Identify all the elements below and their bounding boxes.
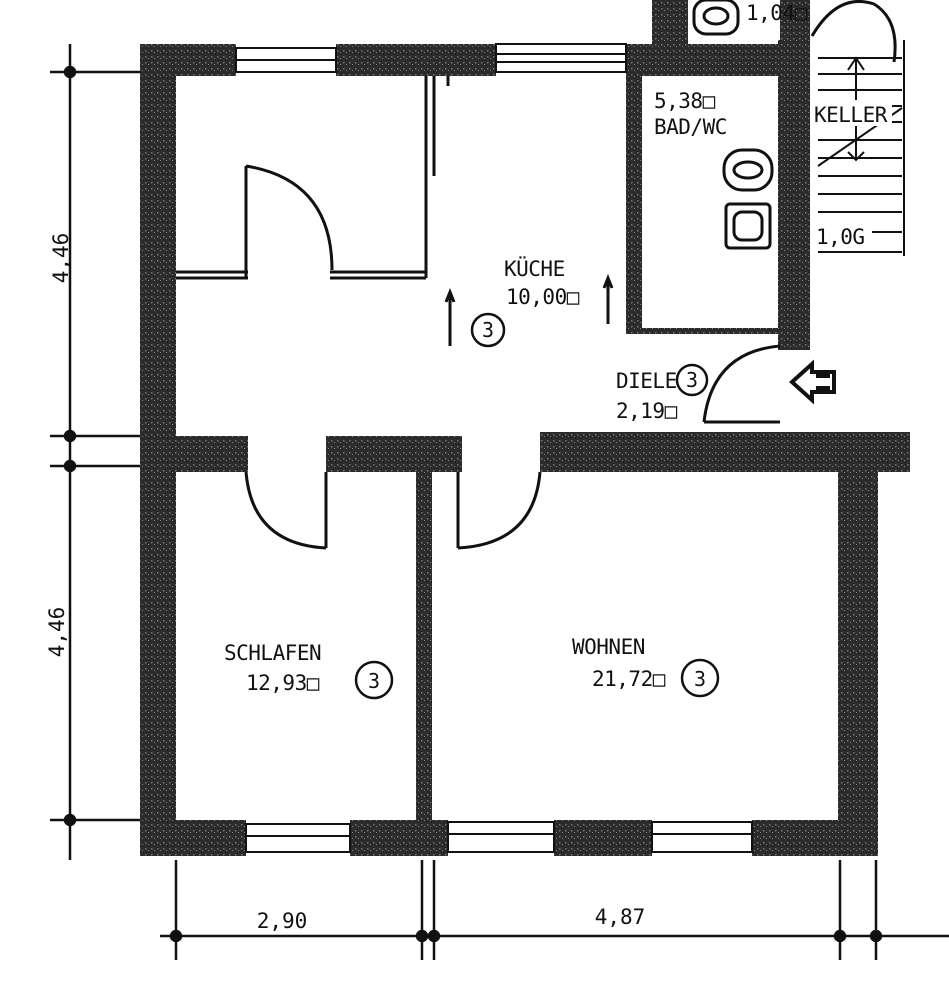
sink-icon [722, 148, 774, 192]
wall-wc-block [652, 0, 688, 46]
kitchen-arrows [444, 273, 614, 346]
marker-diele: 3 [686, 368, 698, 392]
room-area-wohnen: 21,72 [592, 667, 653, 691]
svg-text:12,93□: 12,93□ [246, 671, 320, 695]
svg-text:21,72□: 21,72□ [592, 667, 666, 691]
door-stair [810, 0, 897, 63]
window-bottom-3 [651, 821, 753, 853]
wall-bottom-2 [350, 820, 448, 856]
doors [244, 0, 897, 550]
area-unit: □ [703, 89, 716, 113]
room-area-schlafen: 12,93 [246, 671, 307, 695]
door-entrance [702, 344, 781, 423]
room-name-wohnen: WOHNEN [572, 635, 645, 659]
svg-text:1,04□: 1,04□ [746, 1, 808, 25]
keller-step-label: 1,0G [816, 225, 865, 249]
area-unit: □ [307, 671, 320, 695]
marker-wohnen: 3 [694, 667, 706, 691]
marker-circle-wohnen [680, 658, 720, 698]
marker-schlafen: 3 [368, 669, 380, 693]
wall-top-mid [336, 44, 496, 76]
marker-circle-diele [675, 363, 709, 397]
room-area-diele: 2,19 [616, 399, 665, 423]
svg-text:5,38□: 5,38□ [654, 89, 716, 113]
room-area-bad: 5,38 [654, 89, 703, 113]
wall-bath-bottom [642, 328, 778, 334]
door-wohnen [457, 471, 542, 550]
stairs-keller [817, 40, 905, 256]
dimension-bottom-right: 4,87 [595, 905, 646, 929]
fixtures [692, 0, 774, 250]
area-unit: □ [567, 285, 580, 309]
wall-bath-left [626, 44, 642, 334]
door-schlafen [244, 471, 327, 550]
interior-lines [176, 76, 450, 280]
wall-bottom-3 [554, 820, 652, 856]
entrance-arrow-icon [789, 359, 836, 405]
dimension-bottom-left: 2,90 [257, 909, 308, 933]
wall-bottom-1 [140, 820, 246, 856]
wall-bath-right [778, 40, 810, 350]
room-name-kueche: KÜCHE [504, 256, 565, 281]
marker-kueche: 3 [482, 318, 494, 342]
wall-wc-right [780, 0, 810, 46]
wall-bottom-4 [752, 820, 878, 856]
door-pantry [245, 164, 334, 271]
window-top-right [495, 43, 627, 73]
wall-right [838, 440, 878, 856]
room-name-diele: DIELE [616, 369, 677, 393]
area-unit: □ [653, 667, 666, 691]
wall-inner-vertical [416, 440, 432, 856]
windows [235, 43, 753, 853]
area-unit: □ [665, 399, 678, 423]
svg-text:2,19□: 2,19□ [616, 399, 678, 423]
window-bottom-1 [245, 823, 351, 853]
area-unit: □ [795, 1, 808, 25]
dimension-left-lower: 4,46 [45, 607, 69, 658]
walls [140, 0, 910, 856]
window-bottom-2 [447, 821, 555, 853]
wall-mid-left [140, 436, 248, 472]
room-name-keller: KELLER [814, 103, 888, 127]
toilet-icon-top [692, 0, 740, 36]
labels: KÜCHE 10,00□ 3 5,38□ BAD/WC 1,04□ KELLER… [45, 1, 892, 933]
marker-circle-schlafen [354, 660, 394, 700]
dimension-left-upper: 4,46 [49, 233, 73, 284]
room-area-kueche: 10,00 [506, 285, 567, 309]
room-name-schlafen: SCHLAFEN [224, 641, 321, 665]
dimension-lines [50, 44, 949, 960]
svg-text:10,00□: 10,00□ [506, 285, 580, 309]
room-area-top-wc: 1,04 [746, 1, 795, 25]
toilet-icon [724, 202, 772, 250]
wall-mid-center [326, 436, 462, 472]
marker-circle-kueche [470, 312, 506, 348]
room-name-bad: BAD/WC [654, 115, 727, 139]
